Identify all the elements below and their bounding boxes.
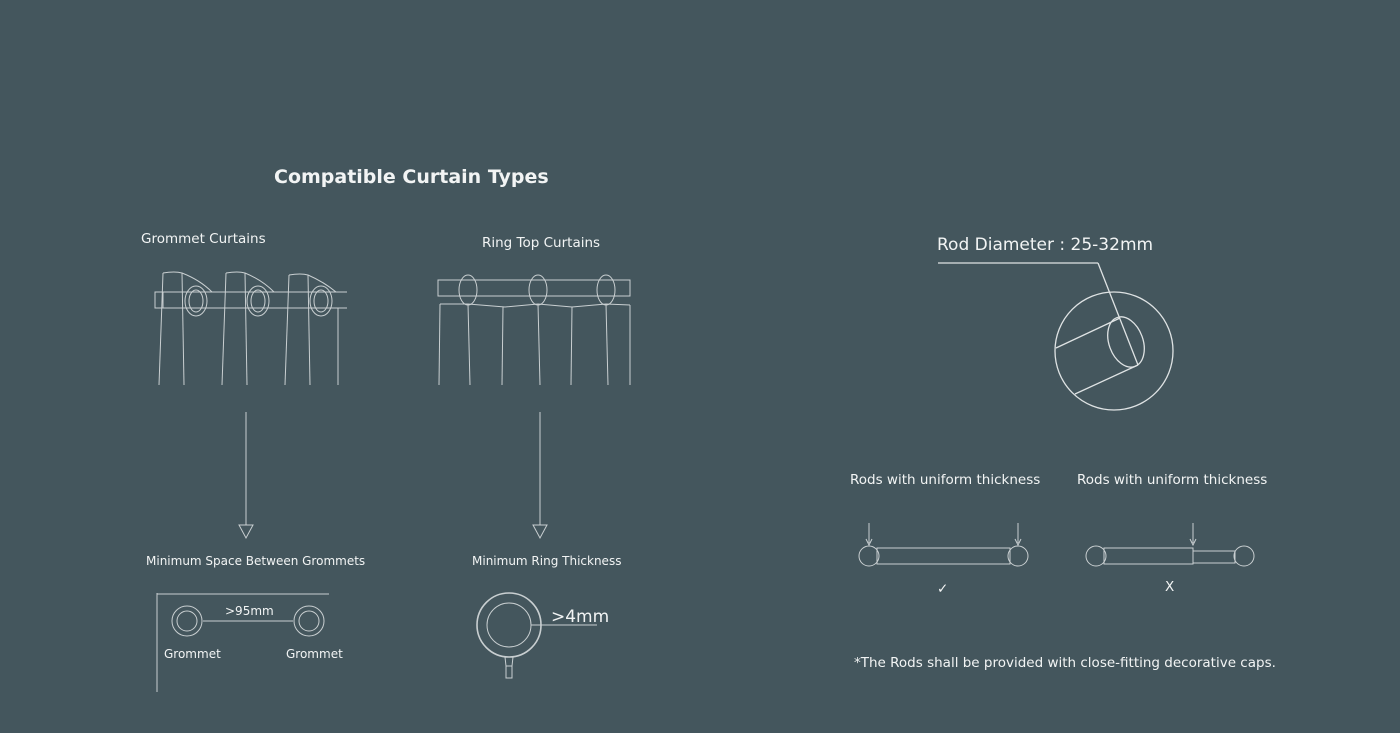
ring-top-curtains-label: Ring Top Curtains — [482, 235, 600, 251]
ring-arrow-icon — [532, 412, 548, 540]
rod-caps-note: *The Rods shall be provided with close-f… — [854, 655, 1276, 671]
uniform-rod-illustration — [858, 523, 1029, 567]
uniform-rod-label-right: Rods with uniform thickness — [1077, 472, 1267, 488]
uniform-rod-label-left: Rods with uniform thickness — [850, 472, 1040, 488]
grommet-spacing-label: Minimum Space Between Grommets — [146, 554, 365, 568]
rod-diameter-illustration — [938, 262, 1174, 411]
grommet-left-label: Grommet — [164, 647, 221, 661]
grommet-curtains-label: Grommet Curtains — [141, 231, 266, 247]
grommet-distance-value: >95mm — [225, 604, 274, 618]
ring-thickness-label: Minimum Ring Thickness — [472, 554, 621, 568]
ring-thickness-illustration — [476, 592, 597, 679]
grommet-right-label: Grommet — [286, 647, 343, 661]
ring-thickness-value: >4mm — [551, 607, 609, 627]
incorrect-mark: X — [1165, 579, 1174, 595]
grommet-arrow-icon — [238, 412, 254, 540]
grommet-spacing-illustration — [156, 593, 329, 692]
grommet-curtain-illustration — [154, 271, 347, 386]
correct-mark: ✓ — [937, 581, 948, 597]
rod-diameter-label: Rod Diameter : 25-32mm — [937, 235, 1153, 255]
ring-top-curtain-illustration — [437, 274, 631, 386]
page-title: Compatible Curtain Types — [274, 166, 549, 188]
non-uniform-rod-illustration — [1085, 523, 1255, 567]
